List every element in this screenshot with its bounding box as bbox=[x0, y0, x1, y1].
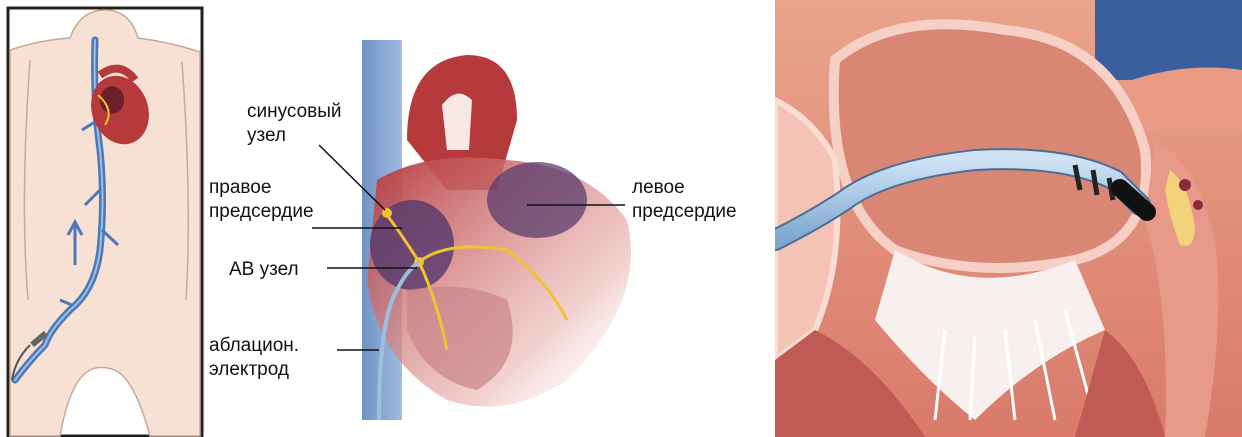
vessel-dot-2 bbox=[1193, 200, 1203, 210]
label-sinus-node: синусовый узел bbox=[247, 100, 342, 148]
label-right-atrium: правое предсердие bbox=[209, 176, 314, 224]
aorta-lumen bbox=[442, 94, 472, 150]
label-av-node: АВ узел bbox=[229, 258, 299, 282]
body-silhouette-illustration bbox=[0, 0, 207, 437]
left-atrium-chamber bbox=[487, 162, 587, 238]
intracardiac-illustration bbox=[775, 0, 1242, 437]
intracardiac-zoom-panel bbox=[775, 0, 1242, 437]
label-ablation-electrode: аблацион. электрод bbox=[209, 334, 299, 382]
vessel-dot-1 bbox=[1179, 179, 1191, 191]
heart-diagram-panel: синусовый узел правое предсердие АВ узел… bbox=[207, 0, 767, 437]
body-silhouette-panel bbox=[0, 0, 207, 437]
label-left-atrium: левое предсердие bbox=[632, 176, 737, 224]
